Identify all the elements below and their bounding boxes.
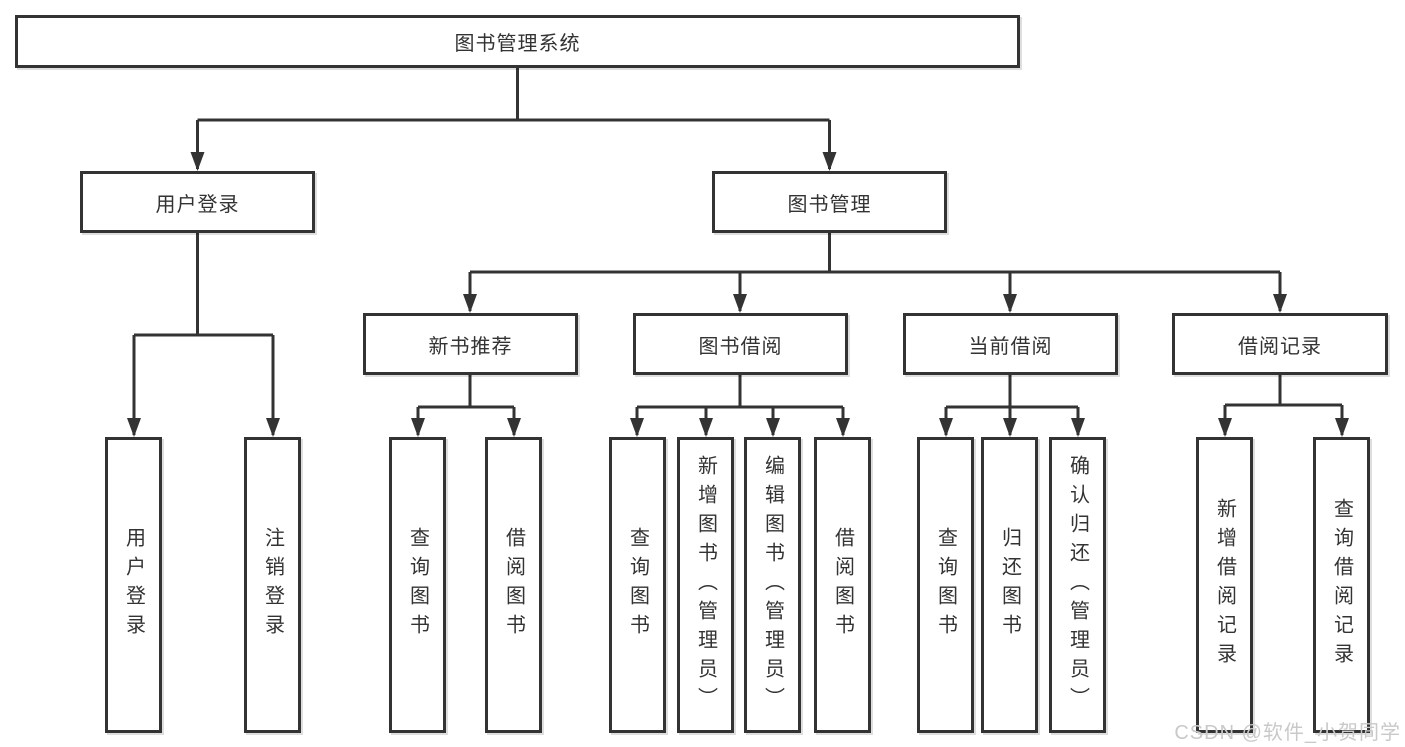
node-label: 查询图书: [626, 527, 649, 643]
node-label: 借阅记录: [1238, 335, 1322, 358]
node-new-book-recommendation: 新书推荐: [363, 313, 578, 375]
node-label: 查询借阅记录: [1330, 498, 1353, 672]
leaf-borrowing-borrow-books: 借阅图书: [814, 437, 871, 733]
node-library-management-system: 图书管理系统: [15, 15, 1020, 68]
leaf-current-query-books: 查询图书: [917, 437, 974, 733]
node-label: 查询图书: [934, 527, 957, 643]
csdn-watermark: CSDN @软件_小贺同学: [1174, 722, 1401, 744]
leaf-recommend-borrow-books: 借阅图书: [485, 437, 542, 733]
node-book-borrowing: 图书借阅: [633, 313, 848, 375]
node-label: 图书管理: [787, 193, 872, 216]
node-current-borrowing: 当前借阅: [903, 313, 1118, 375]
node-label: 当前借阅: [968, 335, 1053, 358]
leaf-records-query-borrow-record: 查询借阅记录: [1313, 437, 1370, 733]
node-label: 用户登录: [155, 193, 240, 216]
node-borrowing-records: 借阅记录: [1172, 313, 1388, 375]
leaf-logout: 注销登录: [244, 437, 301, 733]
node-label: 图书借阅: [698, 335, 783, 358]
node-label: 借阅图书: [831, 527, 854, 643]
node-label: 新增借阅记录: [1213, 498, 1236, 672]
node-label: 新增图书（管理员）: [694, 454, 717, 716]
node-label: 借阅图书: [502, 527, 525, 643]
node-label: 注销登录: [261, 527, 284, 643]
node-label: 编辑图书（管理员）: [761, 454, 784, 716]
node-user-login: 用户登录: [80, 171, 315, 233]
node-book-management: 图书管理: [712, 171, 947, 233]
leaf-borrowing-add-books-admin: 新增图书（管理员）: [677, 437, 734, 733]
leaf-records-add-borrow-record: 新增借阅记录: [1196, 437, 1253, 733]
leaf-user-login: 用户登录: [105, 437, 162, 733]
node-label: 确认归还（管理员）: [1066, 454, 1089, 716]
node-label: 用户登录: [122, 527, 145, 643]
node-label: 图书管理系统: [454, 33, 581, 55]
leaf-borrowing-query-books: 查询图书: [609, 437, 666, 733]
leaf-borrowing-edit-books-admin: 编辑图书（管理员）: [744, 437, 801, 733]
leaf-recommend-query-books: 查询图书: [389, 437, 446, 733]
leaf-current-confirm-return-admin: 确认归还（管理员）: [1049, 437, 1106, 733]
node-label: 归还图书: [998, 527, 1021, 643]
node-label: 新书推荐: [428, 335, 513, 358]
node-label: 查询图书: [406, 527, 429, 643]
leaf-current-return-books: 归还图书: [981, 437, 1038, 733]
